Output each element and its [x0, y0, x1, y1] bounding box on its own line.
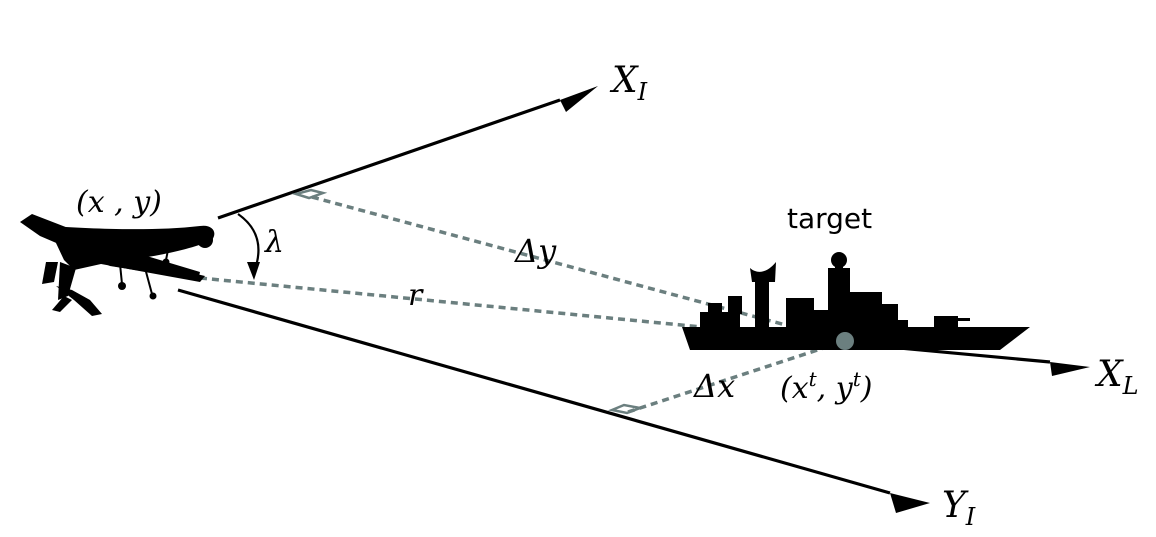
warship-silhouette-icon	[682, 252, 1030, 350]
right-angle-marker-delta-x	[607, 403, 645, 415]
los-angle-arc	[237, 213, 260, 280]
delta-y-label: Δy	[513, 232, 557, 270]
range-label: r	[408, 278, 424, 313]
y-inertial-axis	[177, 288, 930, 513]
delta-x-line	[627, 339, 846, 414]
target-label: target	[787, 202, 872, 235]
uav-drone-silhouette-icon	[20, 214, 215, 316]
y-inertial-label: YI	[942, 485, 976, 531]
x-los-label: XL	[1094, 354, 1139, 400]
delta-x-label: Δx	[692, 367, 735, 405]
target-point	[836, 332, 854, 350]
target-position-label: (xt, yt)	[780, 367, 872, 406]
x-inertial-label: XI	[609, 60, 648, 106]
x-inertial-axis	[217, 86, 598, 220]
uav-position-label: (x , y)	[76, 185, 162, 220]
los-angle-label: λ	[264, 225, 284, 260]
right-angle-marker-delta-y	[291, 188, 328, 200]
